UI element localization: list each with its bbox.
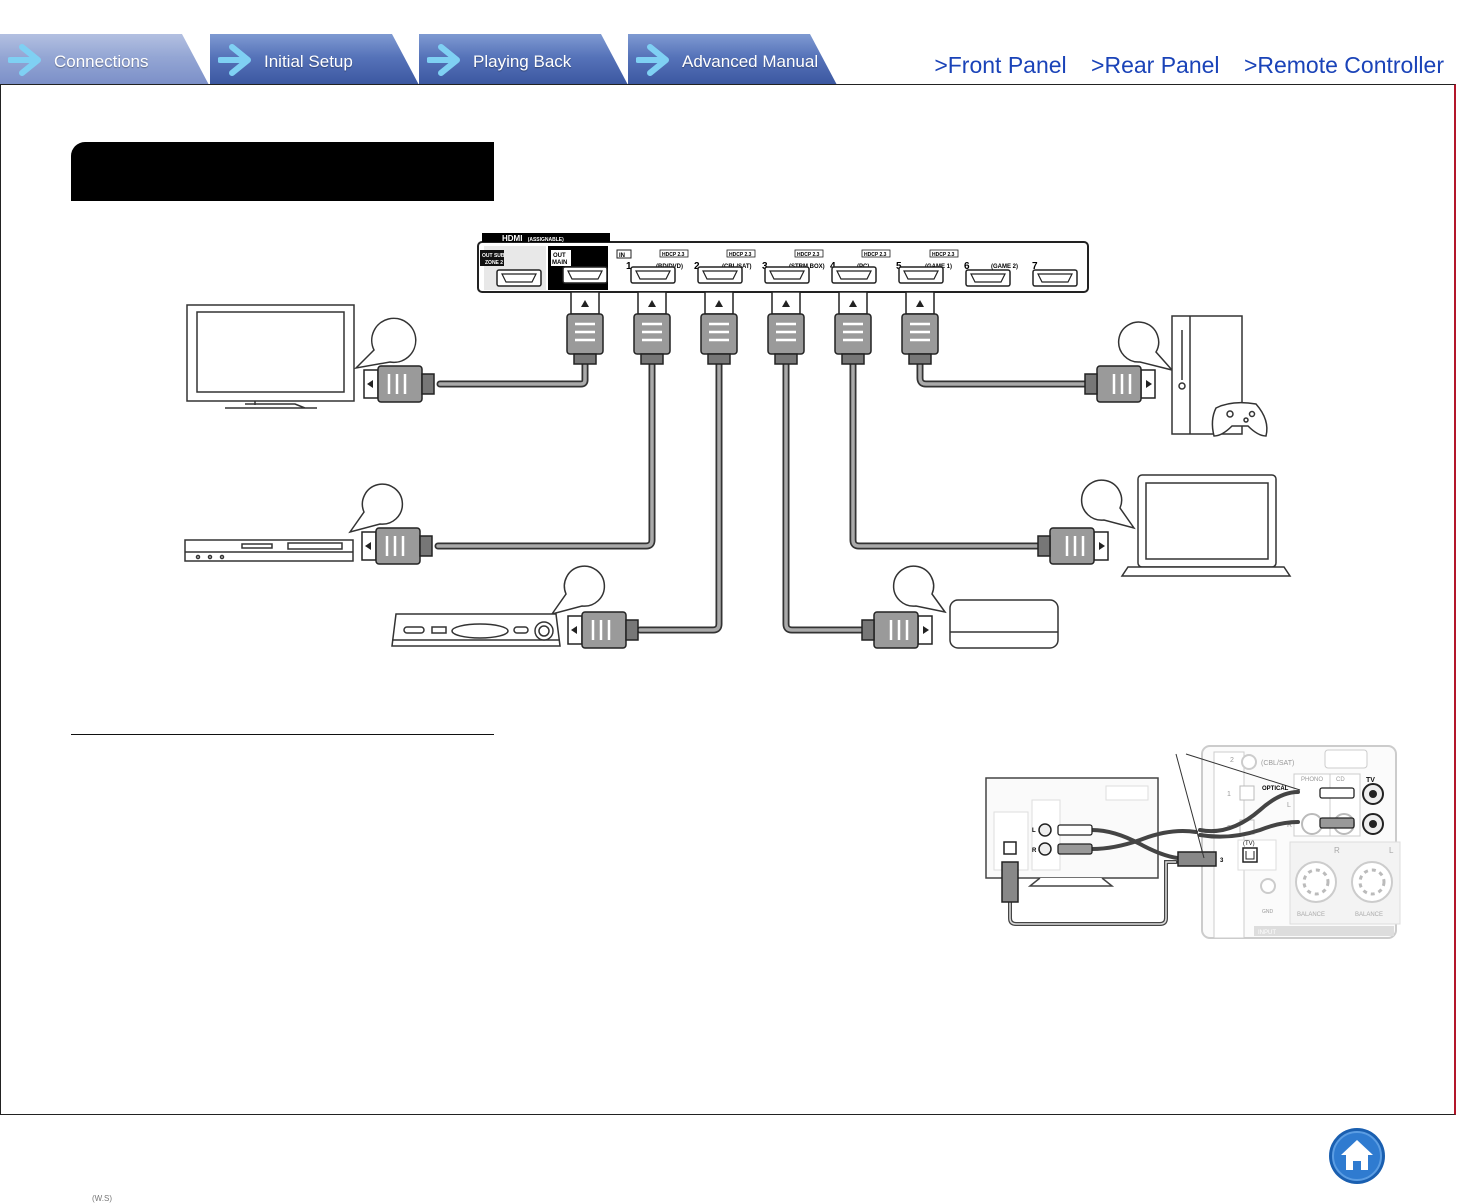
callout-bubbles (348, 317, 1175, 616)
cd-label: CD (1336, 777, 1345, 783)
hdmi-plugs (565, 290, 940, 366)
arrow-icon (8, 44, 41, 76)
out-main-sub: MAIN (552, 260, 567, 266)
hdmi-panel: HDMI (ASSIGNABLE) OUT SUB ZONE 2 OUT MAI… (477, 233, 1089, 293)
tab-label: Initial Setup (264, 52, 353, 71)
content-frame (0, 84, 1456, 1115)
port-number: 2 (1230, 757, 1234, 764)
balance-label: BALANCE (1355, 912, 1383, 918)
tv-jack-label: L (1032, 828, 1036, 834)
input-number: 1 (626, 261, 632, 272)
input-number: 3 (762, 261, 768, 272)
optical-sub-label: (TV) (1243, 841, 1255, 847)
audio-connection-inset: (CBL/SAT) 2 1 2 PHONO CD TV L R (TV) R L… (985, 745, 1401, 939)
tab-label: Playing Back (473, 52, 572, 71)
streaming-box-icon (949, 599, 1059, 649)
input-number: 6 (964, 261, 970, 272)
hdmi-title: HDMI (502, 234, 522, 243)
gnd-label: GND (1262, 909, 1274, 915)
tv-jack-label: R (1032, 848, 1037, 854)
hdmi-cables (434, 356, 1089, 634)
out-sub-zone: ZONE 2 (485, 260, 503, 266)
tab-playing-back[interactable]: Playing Back (419, 34, 628, 85)
arrow-icon (636, 44, 669, 76)
hdmi-out-sub-port (496, 269, 542, 287)
section-divider (71, 734, 494, 735)
optical-label: OPTICAL (1262, 786, 1289, 792)
hdcp-label: HDCP 2.3 (662, 252, 685, 258)
input-number: 7 (1032, 261, 1038, 272)
tab-initial-setup[interactable]: Initial Setup (210, 34, 419, 85)
arrow-icon (218, 44, 251, 76)
home-button[interactable] (1327, 1126, 1387, 1186)
tab-advanced-manual[interactable]: Advanced Manual (628, 34, 837, 85)
game-console-icon (1171, 315, 1268, 437)
port-number: 3 (1220, 858, 1224, 864)
hdmi-subtitle: (ASSIGNABLE) (528, 237, 564, 243)
channel-label: R (1334, 846, 1340, 855)
input-number: 2 (694, 261, 700, 272)
footer-code: (W.S) (92, 1194, 112, 1203)
set-top-box-icon (391, 613, 561, 647)
svg-text:HDMI (ASSIGNABLE): HDMI (ASSIGNABLE) (502, 234, 564, 243)
hdcp-label: HDCP 2.3 (797, 252, 820, 258)
tab-label: Connections (54, 52, 149, 71)
input-name: (GAME 2) (991, 264, 1018, 270)
hdcp-label: HDCP 2.3 (932, 252, 955, 258)
input-label: INPUT (1258, 930, 1276, 936)
channel-label: R (1287, 822, 1292, 829)
sat-label: (CBL/SAT) (1261, 760, 1294, 767)
phono-label: PHONO (1301, 777, 1323, 783)
bd-player-icon (184, 539, 354, 562)
tv-icon (186, 304, 355, 409)
link-front-panel[interactable]: >Front Panel (934, 52, 1067, 78)
tab-label: Advanced Manual (682, 52, 819, 71)
arrow-icon (427, 44, 460, 76)
channel-label: L (1389, 846, 1394, 855)
tab-connections[interactable]: Connections (0, 34, 209, 85)
laptop-icon (1120, 474, 1292, 577)
home-icon (1329, 1128, 1385, 1184)
quick-links: >Front Panel >Rear Panel >Remote Control… (916, 52, 1444, 79)
link-rear-panel[interactable]: >Rear Panel (1091, 52, 1220, 78)
tv-jack-label: TV (1366, 777, 1375, 784)
out-main-label: OUT (553, 253, 566, 259)
port-number: 1 (1227, 791, 1231, 798)
hdcp-label: HDCP 2.3 (864, 252, 887, 258)
section-heading-bar (71, 142, 494, 201)
out-sub-label: OUT SUB (482, 253, 505, 259)
input-number: 5 (896, 261, 902, 272)
balance-label: BALANCE (1297, 912, 1325, 918)
hdmi-out-main-port (562, 266, 608, 284)
in-label: IN (619, 253, 625, 259)
link-remote-controller[interactable]: >Remote Controller (1243, 52, 1444, 78)
channel-label: L (1287, 802, 1291, 809)
hdcp-label: HDCP 2.3 (729, 252, 752, 258)
